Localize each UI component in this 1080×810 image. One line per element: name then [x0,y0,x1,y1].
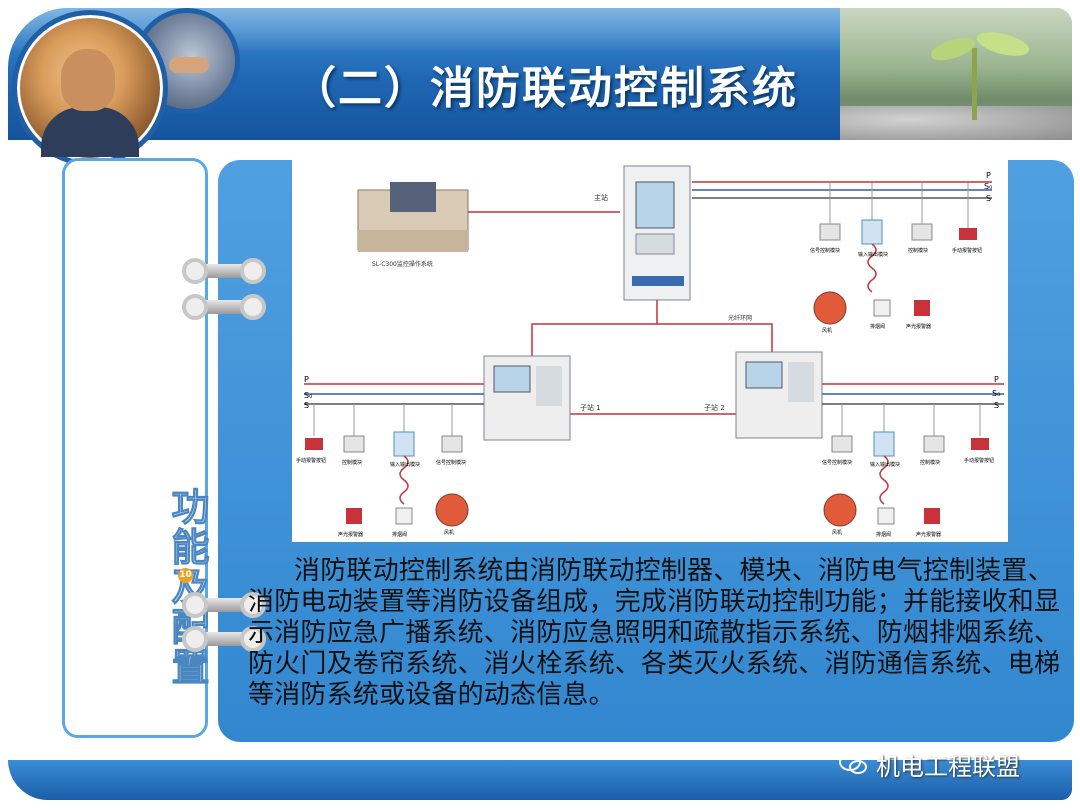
binder-ring [240,592,266,618]
substation-1-label: 子站 1 [580,403,601,412]
right-bus-label-s: S [994,401,999,410]
pebbles [840,106,1072,140]
left-bus-label-s0: S₀ [304,391,312,400]
description-text: 消防联动控制系统由消防联动控制器、模块、消防电气控制装置、消防电动装置等消防设备… [248,556,1061,710]
wechat-icon [839,753,867,774]
page-number-badge: 10 [178,568,193,583]
top-device-label: 声光报警器 [906,323,931,330]
seedling-leaf [974,27,1032,61]
substation-2-label: 子站 2 [704,403,725,412]
substation-1-panel [483,355,571,441]
slide-title: （二）消防联动控制系统 [292,63,798,114]
binder-ring [240,294,266,320]
left-device-label: 声光报警器 [338,531,363,538]
left-bus-label-s: S [304,401,309,410]
top-device-label: 信号控制模块 [810,247,840,254]
control-console [357,182,469,252]
right-devices [823,404,989,527]
seedling-stem [972,48,977,120]
substation-2-panel [735,351,823,439]
right-device-label: 手动报警按钮 [964,457,994,464]
top-devices [813,182,977,325]
seedling-photo [840,8,1072,140]
binder-ring [182,294,208,320]
main-station-cabinet [623,165,691,301]
diagram-svg: P S₀ S SL-C300监控操作系统 主站 光纤环网 子站 [296,165,1004,538]
header-banner: （二）消防联动控制系统 [8,8,1072,140]
side-label: 功能及配置 [165,487,210,688]
system-diagram: P S₀ S SL-C300监控操作系统 主站 光纤环网 子站 [292,160,1008,542]
left-device-label: 控制模块 [342,459,362,466]
left-device-label: 排烟阀 [392,531,407,538]
top-device-label: 输入输出模块 [858,251,888,258]
console-caption: SL-C300监控操作系统 [372,260,433,268]
binder-ring [240,626,266,652]
left-bus-label-p: P [304,375,309,384]
binder-ring [182,258,208,284]
fiber-network-label: 光纤环网 [728,314,752,322]
bus-label-s: S [986,194,991,203]
watermark: 机电工程联盟 [838,748,1020,781]
seedling-leaf [928,33,978,65]
top-device-label: 排烟阀 [870,323,885,330]
right-device-label: 信号控制模块 [822,459,852,466]
right-device-label: 声光报警器 [916,531,941,538]
binder-ring [182,626,208,652]
top-device-label: 控制模块 [908,247,928,254]
top-device-label: 手动报警按钮 [952,247,982,254]
left-device-label: 信号控制模块 [436,459,466,466]
main-station-label: 主站 [594,193,608,202]
binder-ring [182,592,208,618]
hands [169,57,209,73]
bus-label-p: P [986,171,991,180]
left-device-label: 风机 [444,529,454,536]
right-bus-label-s0: S₀ [992,389,1000,398]
footer-bar [8,760,1072,800]
right-bus-label-p: P [994,375,999,384]
fiber-link-2 [657,323,773,356]
right-device-label: 输入输出模块 [870,461,900,468]
right-device-label: 风机 [832,529,842,536]
side-card: 功能及配置 [62,158,210,738]
left-device-label: 输入输出模块 [390,461,420,468]
person-face [61,49,115,111]
suit [41,107,139,157]
fiber-link-1 [531,300,658,356]
binder-ring [240,258,266,284]
watermark-text: 机电工程联盟 [876,752,1020,781]
bus-label-s0: S₀ [984,182,992,191]
right-device-label: 排烟阀 [876,531,891,538]
left-device-label: 手动报警按钮 [296,457,326,464]
right-device-label: 控制模块 [920,459,940,466]
left-devices [305,404,469,527]
top-device-label: 风机 [822,327,832,334]
businessman-photo [12,10,168,166]
